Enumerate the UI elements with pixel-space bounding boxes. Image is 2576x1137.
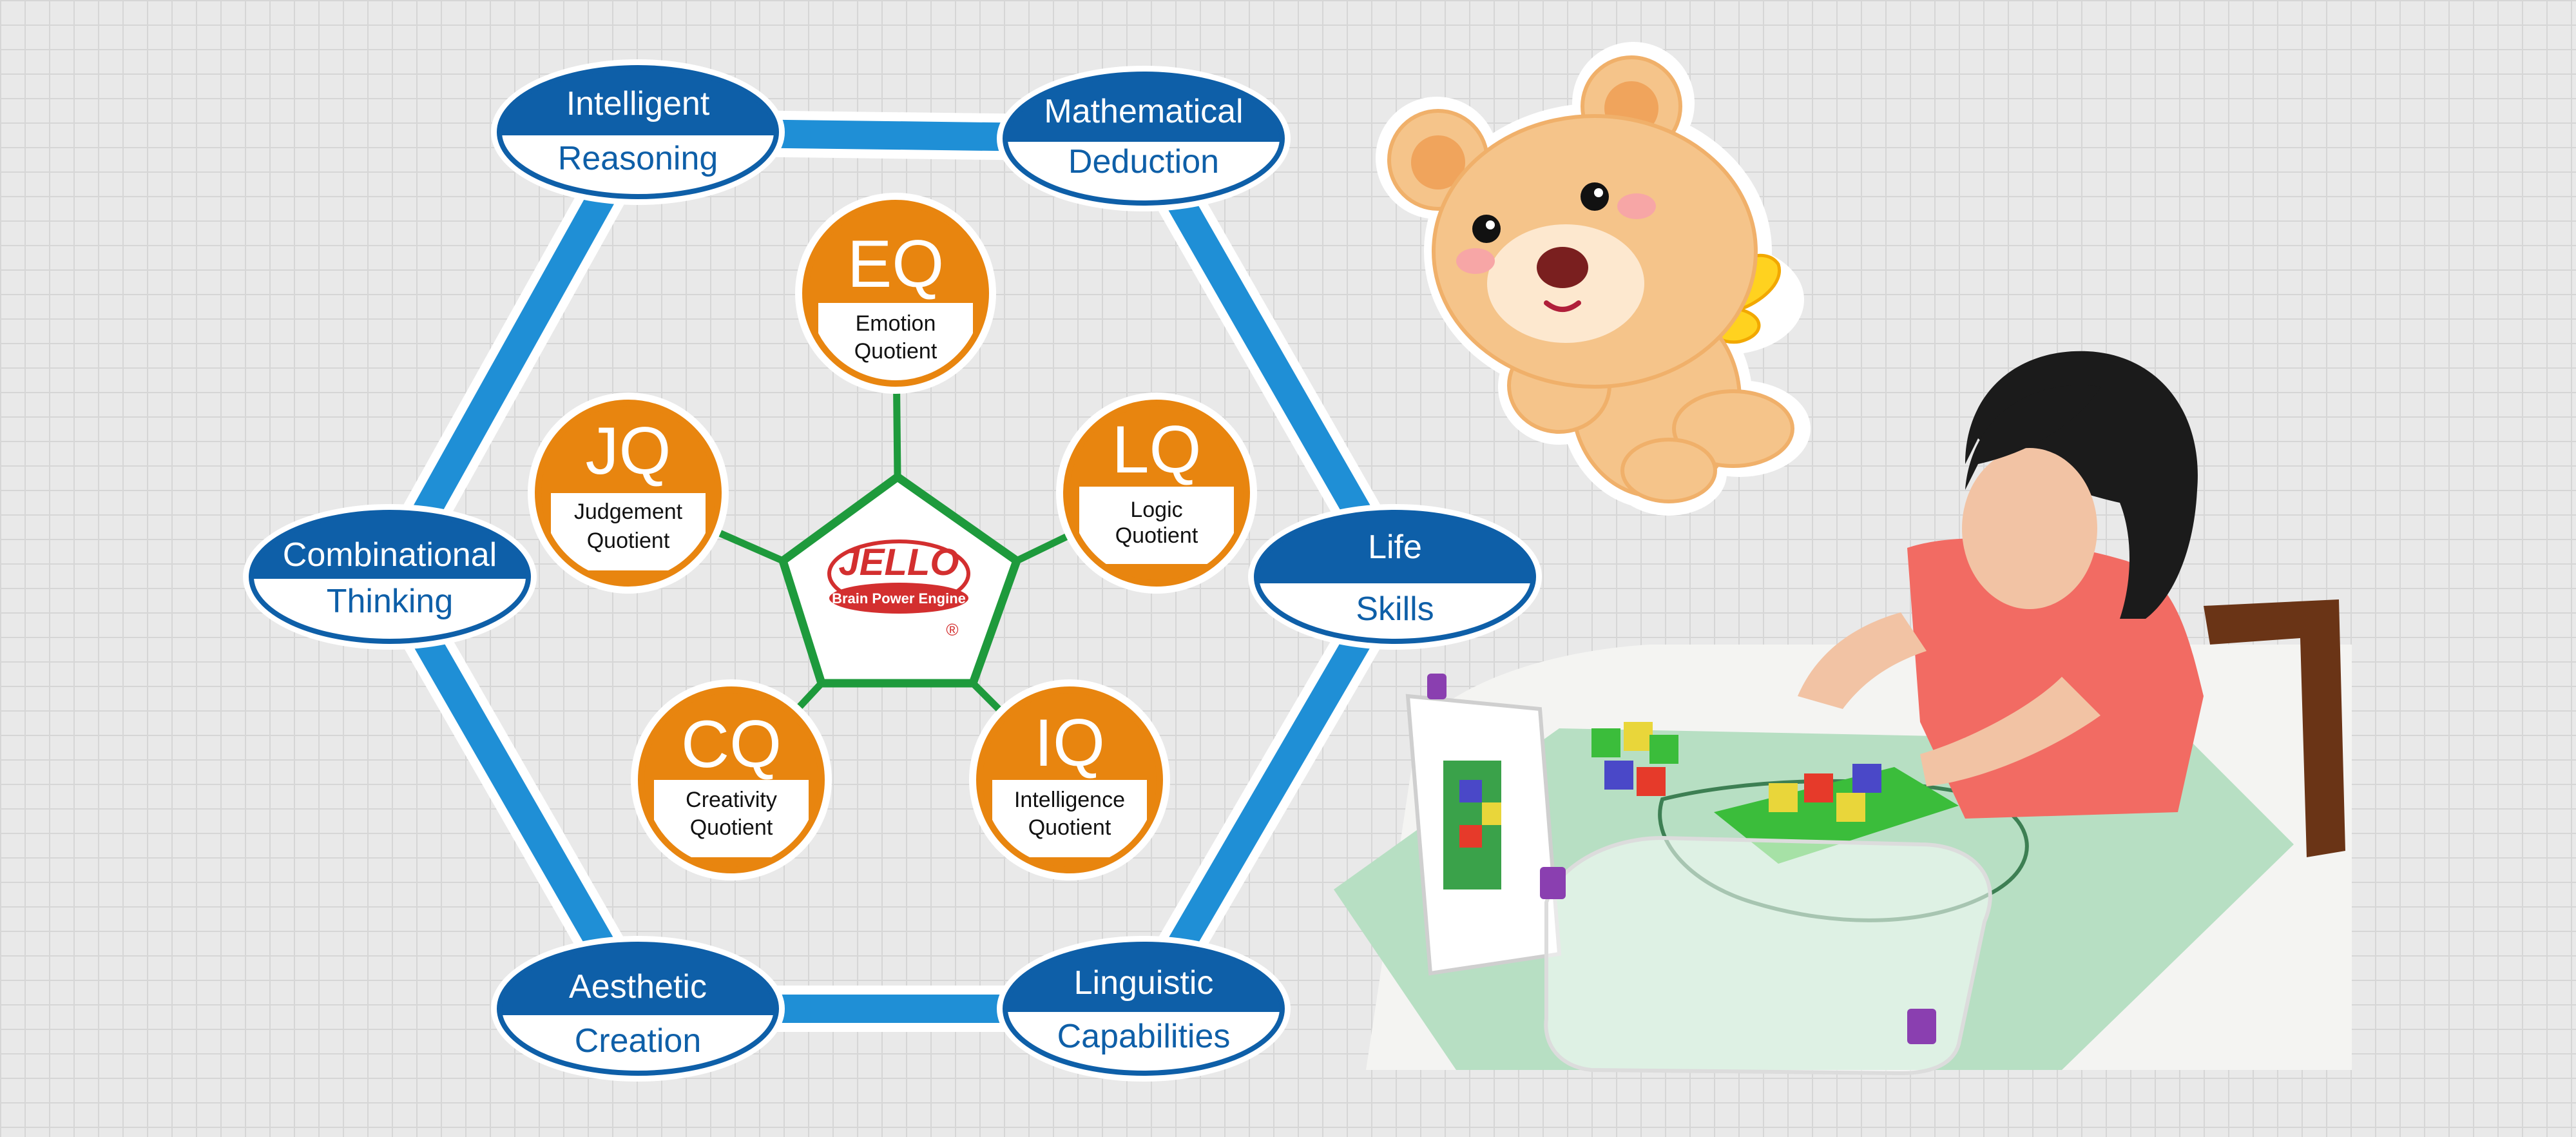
node-line1: Mathematical bbox=[1044, 93, 1243, 130]
node-line1: Intelligent bbox=[566, 85, 710, 122]
quotient-line1: Judgement bbox=[574, 500, 683, 524]
quotient-line2: Quotient bbox=[854, 339, 937, 364]
quotient-abbr: CQ bbox=[681, 707, 782, 782]
quotient-line1: Intelligence bbox=[1014, 788, 1125, 812]
quotient-abbr: EQ bbox=[847, 227, 944, 302]
quotient-line2: Quotient bbox=[690, 815, 773, 840]
node-line2: Creation bbox=[575, 1022, 702, 1060]
node-line1: Aesthetic bbox=[569, 968, 707, 1006]
quotient-abbr: IQ bbox=[1034, 706, 1105, 781]
child-playing-blocks-photo bbox=[1334, 351, 2352, 1076]
quotient-eq: EQ Emotion Quotient bbox=[795, 193, 996, 394]
quotient-iq: IQ Intelligence Quotient bbox=[969, 679, 1170, 880]
quotient-line1: Emotion bbox=[856, 311, 936, 336]
outer-node-life-skills: Life Skills bbox=[1248, 504, 1542, 650]
outer-node-combinational-thinking: Combinational Thinking bbox=[243, 504, 537, 650]
quotient-line2: Quotient bbox=[1115, 523, 1198, 548]
quotient-abbr: JQ bbox=[586, 414, 671, 489]
node-line1: Life bbox=[1368, 529, 1422, 566]
jello-logo: JELLO Brain Power Engine ® bbox=[827, 539, 970, 639]
outer-node-aesthetic-creation: Aesthetic Creation bbox=[491, 936, 785, 1082]
outer-node-mathematical-deduction: Mathematical Deduction bbox=[997, 66, 1291, 211]
quotient-line2: Quotient bbox=[1028, 815, 1111, 840]
quotient-line2: Quotient bbox=[587, 529, 670, 553]
quotient-line1: Creativity bbox=[686, 788, 777, 812]
logo-registered-mark: ® bbox=[946, 620, 958, 639]
node-line1: Linguistic bbox=[1074, 964, 1214, 1002]
outer-node-linguistic-capabilities: Linguistic Capabilities bbox=[997, 936, 1291, 1082]
node-line1: Combinational bbox=[283, 536, 497, 574]
logo-tagline: Brain Power Engine bbox=[832, 590, 966, 607]
logo-brand: JELLO bbox=[839, 541, 959, 583]
node-line2: Reasoning bbox=[558, 140, 718, 177]
quotient-jq: JQ Judgement Quotient bbox=[528, 393, 729, 594]
node-line2: Thinking bbox=[327, 583, 454, 620]
node-line2: Capabilities bbox=[1057, 1018, 1231, 1055]
quotient-line1: Logic bbox=[1130, 498, 1182, 522]
bear-mascot-icon bbox=[1376, 42, 1811, 516]
node-line2: Skills bbox=[1356, 590, 1434, 628]
quotient-lq: LQ Logic Quotient bbox=[1056, 393, 1257, 594]
node-line2: Deduction bbox=[1068, 143, 1219, 180]
quotient-abbr: LQ bbox=[1112, 413, 1202, 487]
outer-node-intelligent-reasoning: Intelligent Reasoning bbox=[491, 59, 785, 205]
quotient-cq: CQ Creativity Quotient bbox=[631, 679, 832, 880]
